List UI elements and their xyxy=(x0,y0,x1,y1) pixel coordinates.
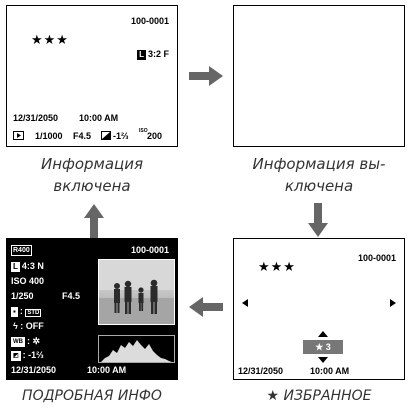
frame-number: 100-0001 xyxy=(357,253,396,263)
down-arrow-icon xyxy=(308,203,328,237)
rating-up-icon[interactable] xyxy=(318,331,328,337)
rating-stars: ★★★ xyxy=(31,32,69,47)
caption-detailed: ПОДРОБНАЯ ИНФО xyxy=(22,388,162,404)
frame-number: 100-0001 xyxy=(130,16,169,26)
aspect-ratio: 3:2 F xyxy=(147,49,169,59)
screen-info-off xyxy=(233,5,405,147)
histogram xyxy=(98,335,175,363)
white-balance-row: WB: ✲ xyxy=(11,336,40,347)
frame-number: 100-0001 xyxy=(130,245,169,255)
rating-selector[interactable]: ★ 3 xyxy=(303,340,343,354)
exposure-comp: -1⅔ xyxy=(113,131,129,141)
shutter-speed: 1/1000 xyxy=(35,131,63,141)
wb-mode-icon: ✲ xyxy=(32,336,41,346)
rating-stars: ★★★ xyxy=(258,259,296,274)
film-sim-value: STD xyxy=(25,309,42,317)
shooting-info-bar: 1/1000 F4.5 -1⅔ ISO 200 xyxy=(13,128,175,143)
playback-icon xyxy=(13,131,24,140)
caption-info-off: Информация вы-ключена xyxy=(252,155,386,195)
flash-icon: ϟ xyxy=(13,321,18,331)
aperture: F4.5 xyxy=(62,291,81,301)
time: 10:00 AM xyxy=(310,366,350,376)
previous-arrow-icon[interactable] xyxy=(242,299,248,307)
right-arrow-icon xyxy=(189,66,223,86)
caption-info-on: Информация включена xyxy=(40,155,144,195)
time: 10:00 AM xyxy=(87,365,127,375)
wb-value: : xyxy=(27,336,30,346)
size-badge: L xyxy=(137,49,146,60)
iso-value: 200 xyxy=(147,131,163,141)
exposure-comp-icon: ◩ xyxy=(11,350,21,361)
film-sim-row: ▪: STD xyxy=(11,306,42,317)
screen-favorites: 100-0001 ★★★ ★ 3 12/31/2050 10:00 AM xyxy=(233,238,405,380)
exposure-comp-row: ◩: -1⅔ xyxy=(11,350,44,361)
next-arrow-icon[interactable] xyxy=(390,299,396,307)
raw-badge: R400 xyxy=(11,245,32,256)
wb-badge: WB xyxy=(11,336,25,347)
time: 10:00 AM xyxy=(79,113,119,123)
aperture: F4.5 xyxy=(73,131,92,141)
date: 12/31/2050 xyxy=(11,365,57,375)
flash-value: : OFF xyxy=(20,321,44,331)
rating-down-icon[interactable] xyxy=(318,357,328,363)
film-sim-label: : xyxy=(19,306,23,316)
flash-row: ϟ : OFF xyxy=(13,321,44,331)
film-sim-icon: ▪ xyxy=(11,306,18,317)
caption-favorites: ★ ИЗБРАННОЕ xyxy=(266,388,372,404)
shutter-speed: 1/250 xyxy=(11,291,34,301)
exposure-comp-icon xyxy=(101,131,111,140)
date: 12/31/2050 xyxy=(238,366,284,376)
size-badge: L xyxy=(11,261,20,272)
iso-label: ISO xyxy=(139,128,148,134)
size-value: 4:3 N xyxy=(21,261,44,271)
iso: ISO 400 xyxy=(11,276,45,286)
exposure-comp-value: : -1⅔ xyxy=(22,350,44,360)
date: 12/31/2050 xyxy=(13,113,59,123)
up-arrow-icon xyxy=(84,204,104,238)
left-arrow-icon xyxy=(189,297,223,317)
photo-thumbnail xyxy=(98,259,175,325)
